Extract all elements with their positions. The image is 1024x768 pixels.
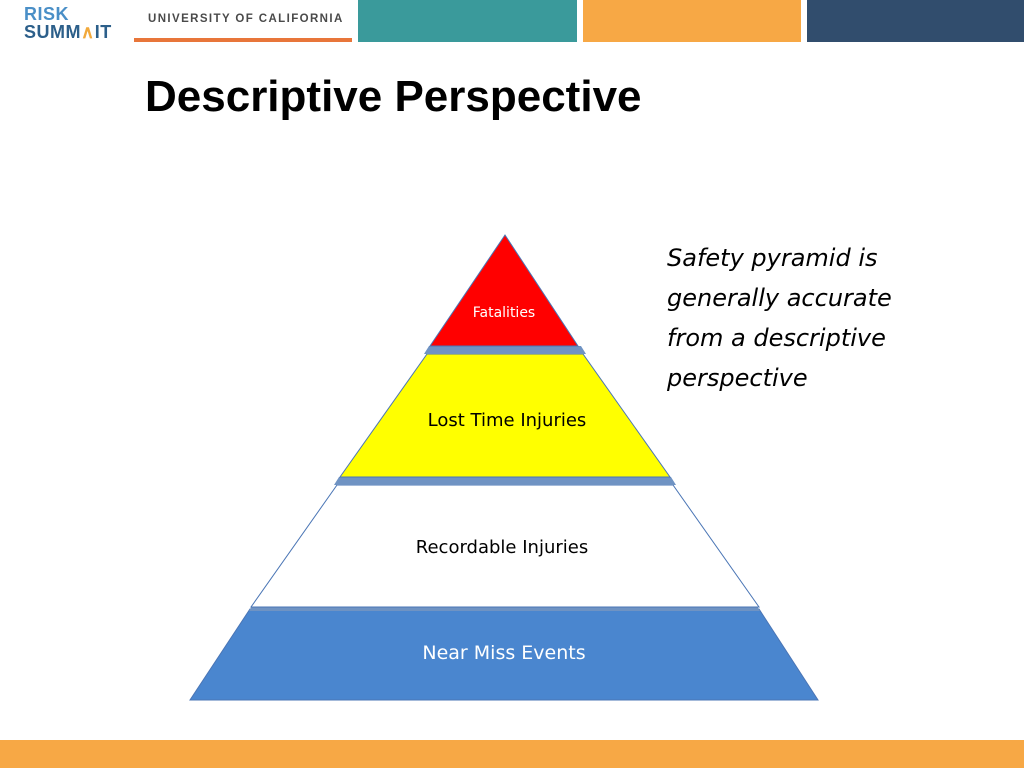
logo-summit-text: SUMM∧IT xyxy=(24,23,112,41)
tier-label-near-miss: Near Miss Events xyxy=(422,642,586,664)
institution-banner: UNIVERSITY OF CALIFORNIA xyxy=(134,0,352,42)
tier-label-recordable: Recordable Injuries xyxy=(415,537,589,558)
institution-name: UNIVERSITY OF CALIFORNIA xyxy=(148,13,344,25)
tier-label-fatalities: Fatalities xyxy=(472,305,536,321)
header-bar-orange xyxy=(583,0,801,42)
tier-fatalities xyxy=(429,234,579,347)
pyramid-note: Safety pyramid is generally accurate fro… xyxy=(667,238,967,398)
slide-title: Descriptive Perspective xyxy=(145,72,642,121)
tier-label-lost-time: Lost Time Injuries xyxy=(427,410,587,431)
logo-summit-accent: ∧ xyxy=(81,22,95,42)
tier-separator-2 xyxy=(334,477,676,485)
tier-separator-1 xyxy=(424,346,586,354)
note-line: from a descriptive xyxy=(667,324,886,352)
note-line: generally accurate xyxy=(667,284,892,312)
header-bar-teal xyxy=(358,0,577,42)
risk-summit-logo: RISK SUMM∧IT xyxy=(0,0,134,42)
logo-risk-text: RISK xyxy=(24,4,70,24)
header-bar-navy xyxy=(807,0,1024,42)
logo-summit-prefix: SUMM xyxy=(24,22,81,42)
note-line: perspective xyxy=(667,364,808,392)
note-line: Safety pyramid is xyxy=(667,244,878,272)
logo-summit-suffix: IT xyxy=(94,22,112,42)
footer-bar xyxy=(0,740,1024,768)
